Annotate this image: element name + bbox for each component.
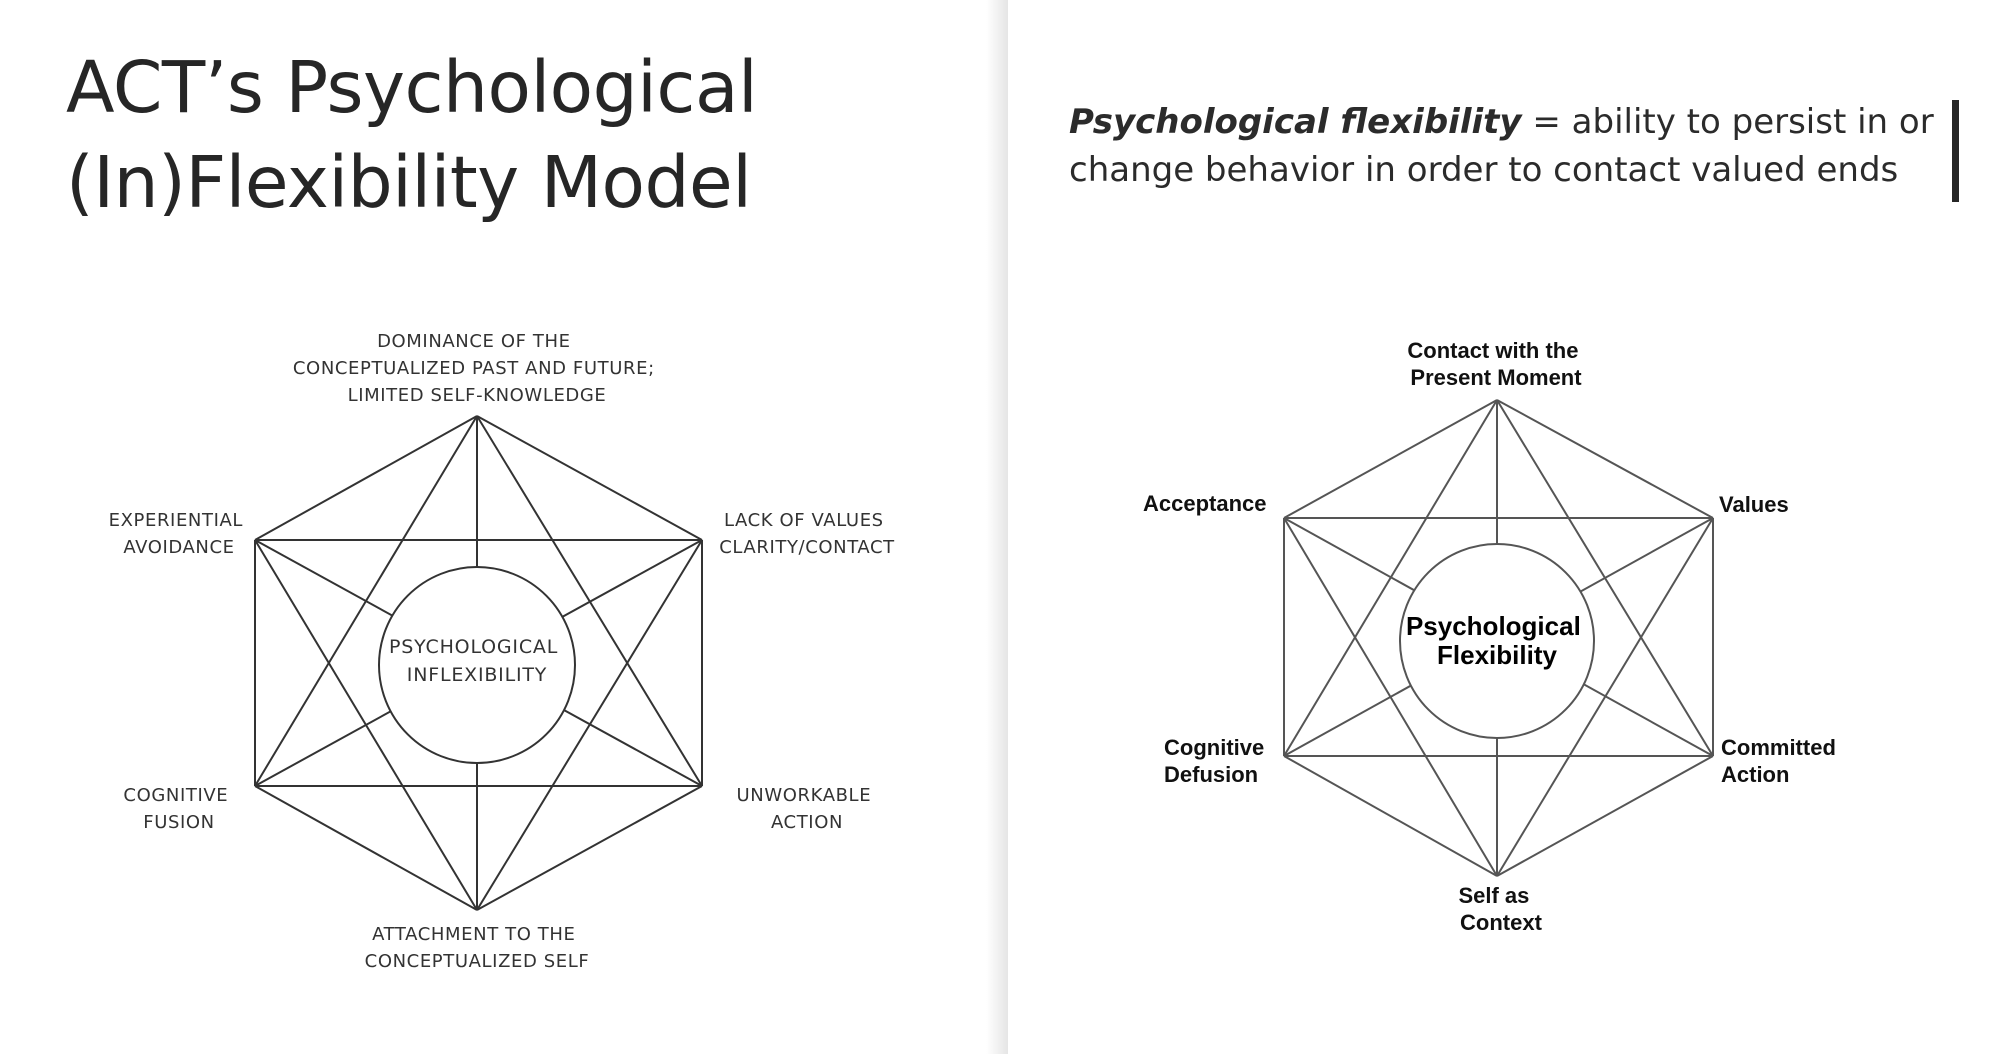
definition-text: Psychological flexibility = ability to p… bbox=[1069, 98, 1949, 194]
left-label-upper-right: LACK OF VALUES CLARITY/CONTACT bbox=[719, 510, 895, 558]
left-top-line-3: LIMITED SELF-KNOWLEDGE bbox=[348, 385, 607, 406]
accent-bar bbox=[1952, 100, 1959, 202]
right-lower-right-line-1: Committed bbox=[1721, 735, 1836, 760]
right-bottom-line-1: Self as bbox=[1458, 883, 1529, 908]
right-label-bottom: Self as Context bbox=[1458, 883, 1542, 935]
right-edge-lower-right-bottom-line bbox=[1496, 755, 1714, 877]
right-label-top: Contact with the Present Moment bbox=[1407, 338, 1584, 390]
left-bottom-line-2: CONCEPTUALIZED SELF bbox=[365, 951, 590, 972]
left-lower-left-line-2: FUSION bbox=[143, 812, 215, 833]
left-edge-top-upper-right-line bbox=[476, 415, 703, 541]
right-center-label: Psychological Flexibility bbox=[1406, 611, 1588, 670]
right-edge-bottom-lower-left-line bbox=[1283, 755, 1498, 877]
left-upper-left-line-1: EXPERIENTIAL bbox=[109, 510, 243, 531]
left-edge-bottom-lower-left-line bbox=[254, 785, 478, 911]
left-lower-right-line-2: ACTION bbox=[771, 812, 843, 833]
left-upper-left-line-2: AVOIDANCE bbox=[123, 537, 234, 558]
left-label-bottom: ATTACHMENT TO THE CONCEPTUALIZED SELF bbox=[365, 924, 590, 972]
right-lower-left-line-2: Defusion bbox=[1164, 762, 1258, 787]
right-label-upper-left: Acceptance bbox=[1143, 491, 1267, 516]
left-edge-lower-right-bottom-line bbox=[476, 785, 703, 911]
right-hexaflex bbox=[1283, 399, 1714, 877]
definition-body: = ability to persist in or change behavi… bbox=[1069, 102, 1934, 190]
left-lower-left-line-1: COGNITIVE bbox=[123, 785, 228, 806]
slide-title-line-1: ACT’s Psychological bbox=[66, 46, 758, 129]
left-center-circle bbox=[378, 566, 576, 764]
left-center-label: PSYCHOLOGICAL INFLEXIBILITY bbox=[389, 636, 565, 686]
slide-title: ACT’s Psychological (In)Flexibility Mode… bbox=[66, 40, 758, 230]
right-edge-upper-left-top-line bbox=[1283, 399, 1498, 519]
right-top-line-2: Present Moment bbox=[1410, 365, 1582, 390]
right-bottom-line-2: Context bbox=[1460, 910, 1543, 935]
left-center-line-2: INFLEXIBILITY bbox=[407, 664, 547, 686]
left-label-top: DOMINANCE OF THE CONCEPTUALIZED PAST AND… bbox=[293, 331, 661, 406]
right-top-line-1: Contact with the bbox=[1407, 338, 1578, 363]
right-lower-left-line-1: Cognitive bbox=[1164, 735, 1264, 760]
right-center-line-2: Flexibility bbox=[1437, 640, 1557, 670]
right-center-circle bbox=[1399, 543, 1595, 739]
left-center-line-1: PSYCHOLOGICAL bbox=[389, 636, 558, 658]
left-upper-right-line-2: CLARITY/CONTACT bbox=[719, 537, 895, 558]
left-top-line-1: DOMINANCE OF THE bbox=[377, 331, 571, 352]
right-label-lower-left: Cognitive Defusion bbox=[1164, 735, 1270, 787]
left-label-lower-left: COGNITIVE FUSION bbox=[123, 785, 234, 833]
slide-title-line-2: (In)Flexibility Model bbox=[66, 141, 752, 224]
left-panel bbox=[0, 0, 996, 1054]
right-center-line-1: Psychological bbox=[1406, 611, 1581, 641]
right-upper-right-line-1: Values bbox=[1719, 492, 1789, 517]
left-top-line-2: CONCEPTUALIZED PAST AND FUTURE; bbox=[293, 358, 655, 379]
right-label-lower-right: Committed Action bbox=[1721, 735, 1842, 787]
definition-term: Psychological flexibility bbox=[1069, 102, 1522, 142]
right-lower-right-line-2: Action bbox=[1721, 762, 1789, 787]
right-edge-top-upper-right-line bbox=[1496, 399, 1714, 519]
left-lower-right-line-1: UNWORKABLE bbox=[737, 785, 872, 806]
right-label-upper-right: Values bbox=[1719, 492, 1789, 517]
left-label-upper-left: EXPERIENTIAL AVOIDANCE bbox=[109, 510, 250, 558]
right-upper-left-line-1: Acceptance bbox=[1143, 491, 1267, 516]
panel-divider bbox=[986, 0, 1008, 1054]
left-label-lower-right: UNWORKABLE ACTION bbox=[737, 785, 878, 833]
left-upper-right-line-1: LACK OF VALUES bbox=[724, 510, 884, 531]
left-edge-upper-left-top-line bbox=[254, 415, 478, 541]
left-bottom-line-1: ATTACHMENT TO THE bbox=[372, 924, 575, 945]
